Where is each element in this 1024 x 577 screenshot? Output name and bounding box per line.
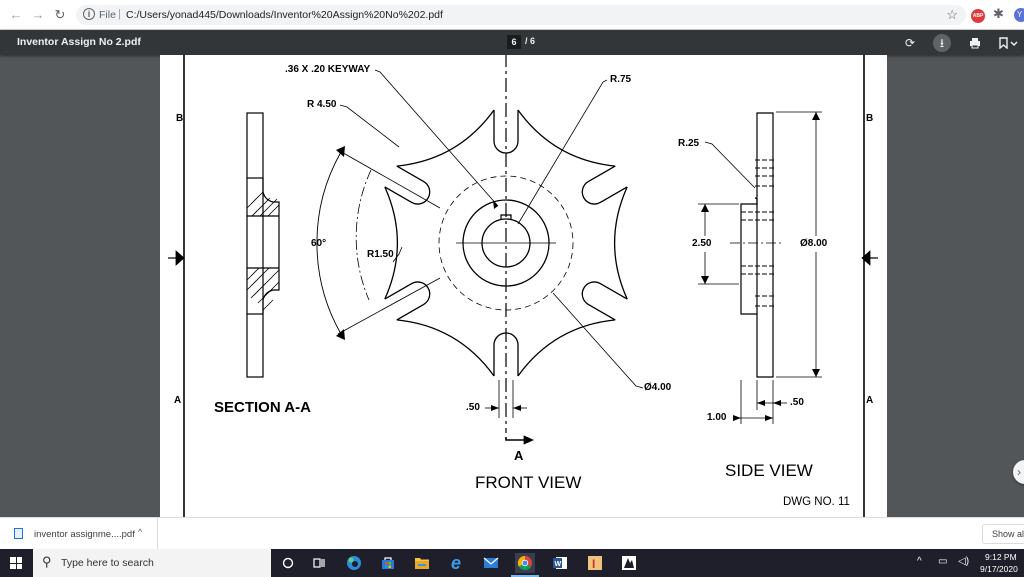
- cortana-icon[interactable]: [278, 553, 298, 573]
- url-text[interactable]: C:/Users/yonad445/Downloads/Inventor%20A…: [126, 9, 443, 21]
- download-shelf: inventor assignme....pdf ^ Show all: [0, 517, 1024, 549]
- taskbar-search-box[interactable]: ⚲ Type here to search: [33, 549, 271, 577]
- pdf-file-icon: [14, 528, 23, 539]
- svg-text:I: I: [592, 557, 595, 571]
- front-view: [384, 55, 628, 433]
- wheel-outline-arc: [396, 109, 495, 167]
- reload-icon[interactable]: ↻: [54, 7, 66, 22]
- adblock-extension-icon[interactable]: ABP: [971, 9, 985, 23]
- current-page-input[interactable]: 6: [507, 35, 521, 49]
- r450-dimension-label: R 4.50: [307, 99, 337, 110]
- print-icon[interactable]: [966, 34, 984, 52]
- pdf-title: Inventor Assign No 2.pdf: [17, 36, 141, 48]
- clock-date[interactable]: 9/17/2020: [980, 564, 1018, 574]
- task-view-icon[interactable]: [309, 553, 329, 573]
- store-icon[interactable]: [378, 553, 398, 573]
- info-icon[interactable]: i: [83, 8, 95, 20]
- pdf-toolbar: Inventor Assign No 2.pdf 6 / 6 ⟳ ⭳: [0, 30, 1024, 55]
- puzzle-icon[interactable]: ✱: [993, 6, 1004, 21]
- inventor-icon[interactable]: I: [585, 553, 605, 573]
- pdf-page: B B A A .36 X .20 KEYWAY R.75 R 4.50 R.2…: [160, 55, 887, 517]
- spoke-slot: [581, 165, 628, 205]
- windows-start-icon[interactable]: [10, 557, 22, 569]
- svg-text:W: W: [555, 561, 562, 568]
- zone-label-b-left: B: [176, 113, 184, 124]
- spoke-slot: [581, 281, 628, 321]
- side-view-title: SIDE VIEW: [725, 461, 813, 480]
- chevron-up-icon[interactable]: ^: [917, 556, 922, 567]
- r25-dimension-label: R.25: [678, 138, 700, 149]
- section-title: SECTION A-A: [214, 399, 311, 416]
- address-bar[interactable]: i File | C:/Users/yonad445/Downloads/Inv…: [76, 5, 966, 25]
- star-icon[interactable]: ☆: [946, 7, 958, 22]
- spoke-slot: [384, 281, 431, 321]
- page-total: / 6: [525, 36, 536, 46]
- file-explorer-icon[interactable]: [412, 553, 432, 573]
- edge-icon[interactable]: [344, 553, 364, 573]
- browser-top-bar: ← → ↻ i File | C:/Users/yonad445/Downloa…: [0, 0, 1024, 30]
- mail-icon[interactable]: [481, 553, 501, 573]
- word-icon[interactable]: W: [550, 553, 570, 573]
- zone-label-b-right: B: [866, 113, 874, 124]
- chevron-right-icon[interactable]: ›: [1013, 460, 1024, 484]
- height-250-dimension-label: 2.50: [692, 238, 712, 249]
- wheel-outline-arc: [384, 186, 398, 300]
- wheel-outline-arc: [396, 319, 495, 377]
- width-50-side-dimension-label: .50: [790, 397, 804, 408]
- drawing-number: DWG NO. 11: [783, 496, 850, 508]
- internet-explorer-icon[interactable]: e: [450, 553, 461, 573]
- front-view-title: FRONT VIEW: [475, 473, 582, 492]
- zone-label-a-right: A: [866, 395, 874, 406]
- profile-avatar[interactable]: Y: [1014, 8, 1024, 22]
- side-view: [730, 112, 784, 378]
- r150-dimension-label: R1.50: [367, 249, 394, 260]
- r75-dimension-label: R.75: [610, 74, 632, 85]
- rotate-icon[interactable]: ⟳: [904, 36, 916, 50]
- download-icon[interactable]: ⭳: [933, 34, 951, 52]
- show-all-button[interactable]: Show all: [982, 524, 1024, 544]
- section-view: [246, 112, 280, 378]
- search-icon: ⚲: [42, 554, 52, 569]
- windows-taskbar: ⚲ Type here to search e W I: [0, 549, 1024, 577]
- download-item[interactable]: inventor assignme....pdf ^: [0, 518, 158, 549]
- wheel-outline-arc: [517, 109, 616, 167]
- bookmark-dropdown-icon[interactable]: [999, 34, 1018, 52]
- search-placeholder: Type here to search: [61, 557, 154, 569]
- speaker-icon[interactable]: ◁): [958, 556, 970, 567]
- forward-arrow-icon[interactable]: →: [31, 7, 45, 22]
- back-arrow-icon[interactable]: ←: [9, 7, 23, 22]
- spoke-slot: [384, 165, 431, 205]
- zone-label-a-left: A: [174, 395, 182, 406]
- clock-time[interactable]: 9:12 PM: [985, 552, 1017, 562]
- width-50-front-dimension-label: .50: [466, 402, 480, 413]
- diameter-800-dimension-label: Ø8.00: [800, 238, 828, 249]
- battery-icon[interactable]: ▭: [938, 556, 948, 567]
- keyway-dimension-label: .36 X .20 KEYWAY: [285, 64, 371, 75]
- chrome-icon[interactable]: [511, 553, 539, 577]
- technical-drawing: [168, 55, 878, 517]
- wheel-outline-arc: [517, 319, 616, 377]
- angle-dimension-label: 60°: [311, 238, 327, 249]
- url-scheme-label: File: [99, 9, 116, 21]
- url-separator: |: [118, 8, 121, 20]
- wheel-outline-arc: [614, 186, 628, 300]
- width-100-dimension-label: 1.00: [707, 412, 727, 423]
- diameter-400-dimension-label: Ø4.00: [644, 382, 672, 393]
- chevron-up-icon[interactable]: ^: [138, 527, 143, 537]
- photos-icon[interactable]: [619, 553, 639, 573]
- download-file-name[interactable]: inventor assignme....pdf: [34, 529, 135, 540]
- section-cut-label: A: [514, 448, 524, 463]
